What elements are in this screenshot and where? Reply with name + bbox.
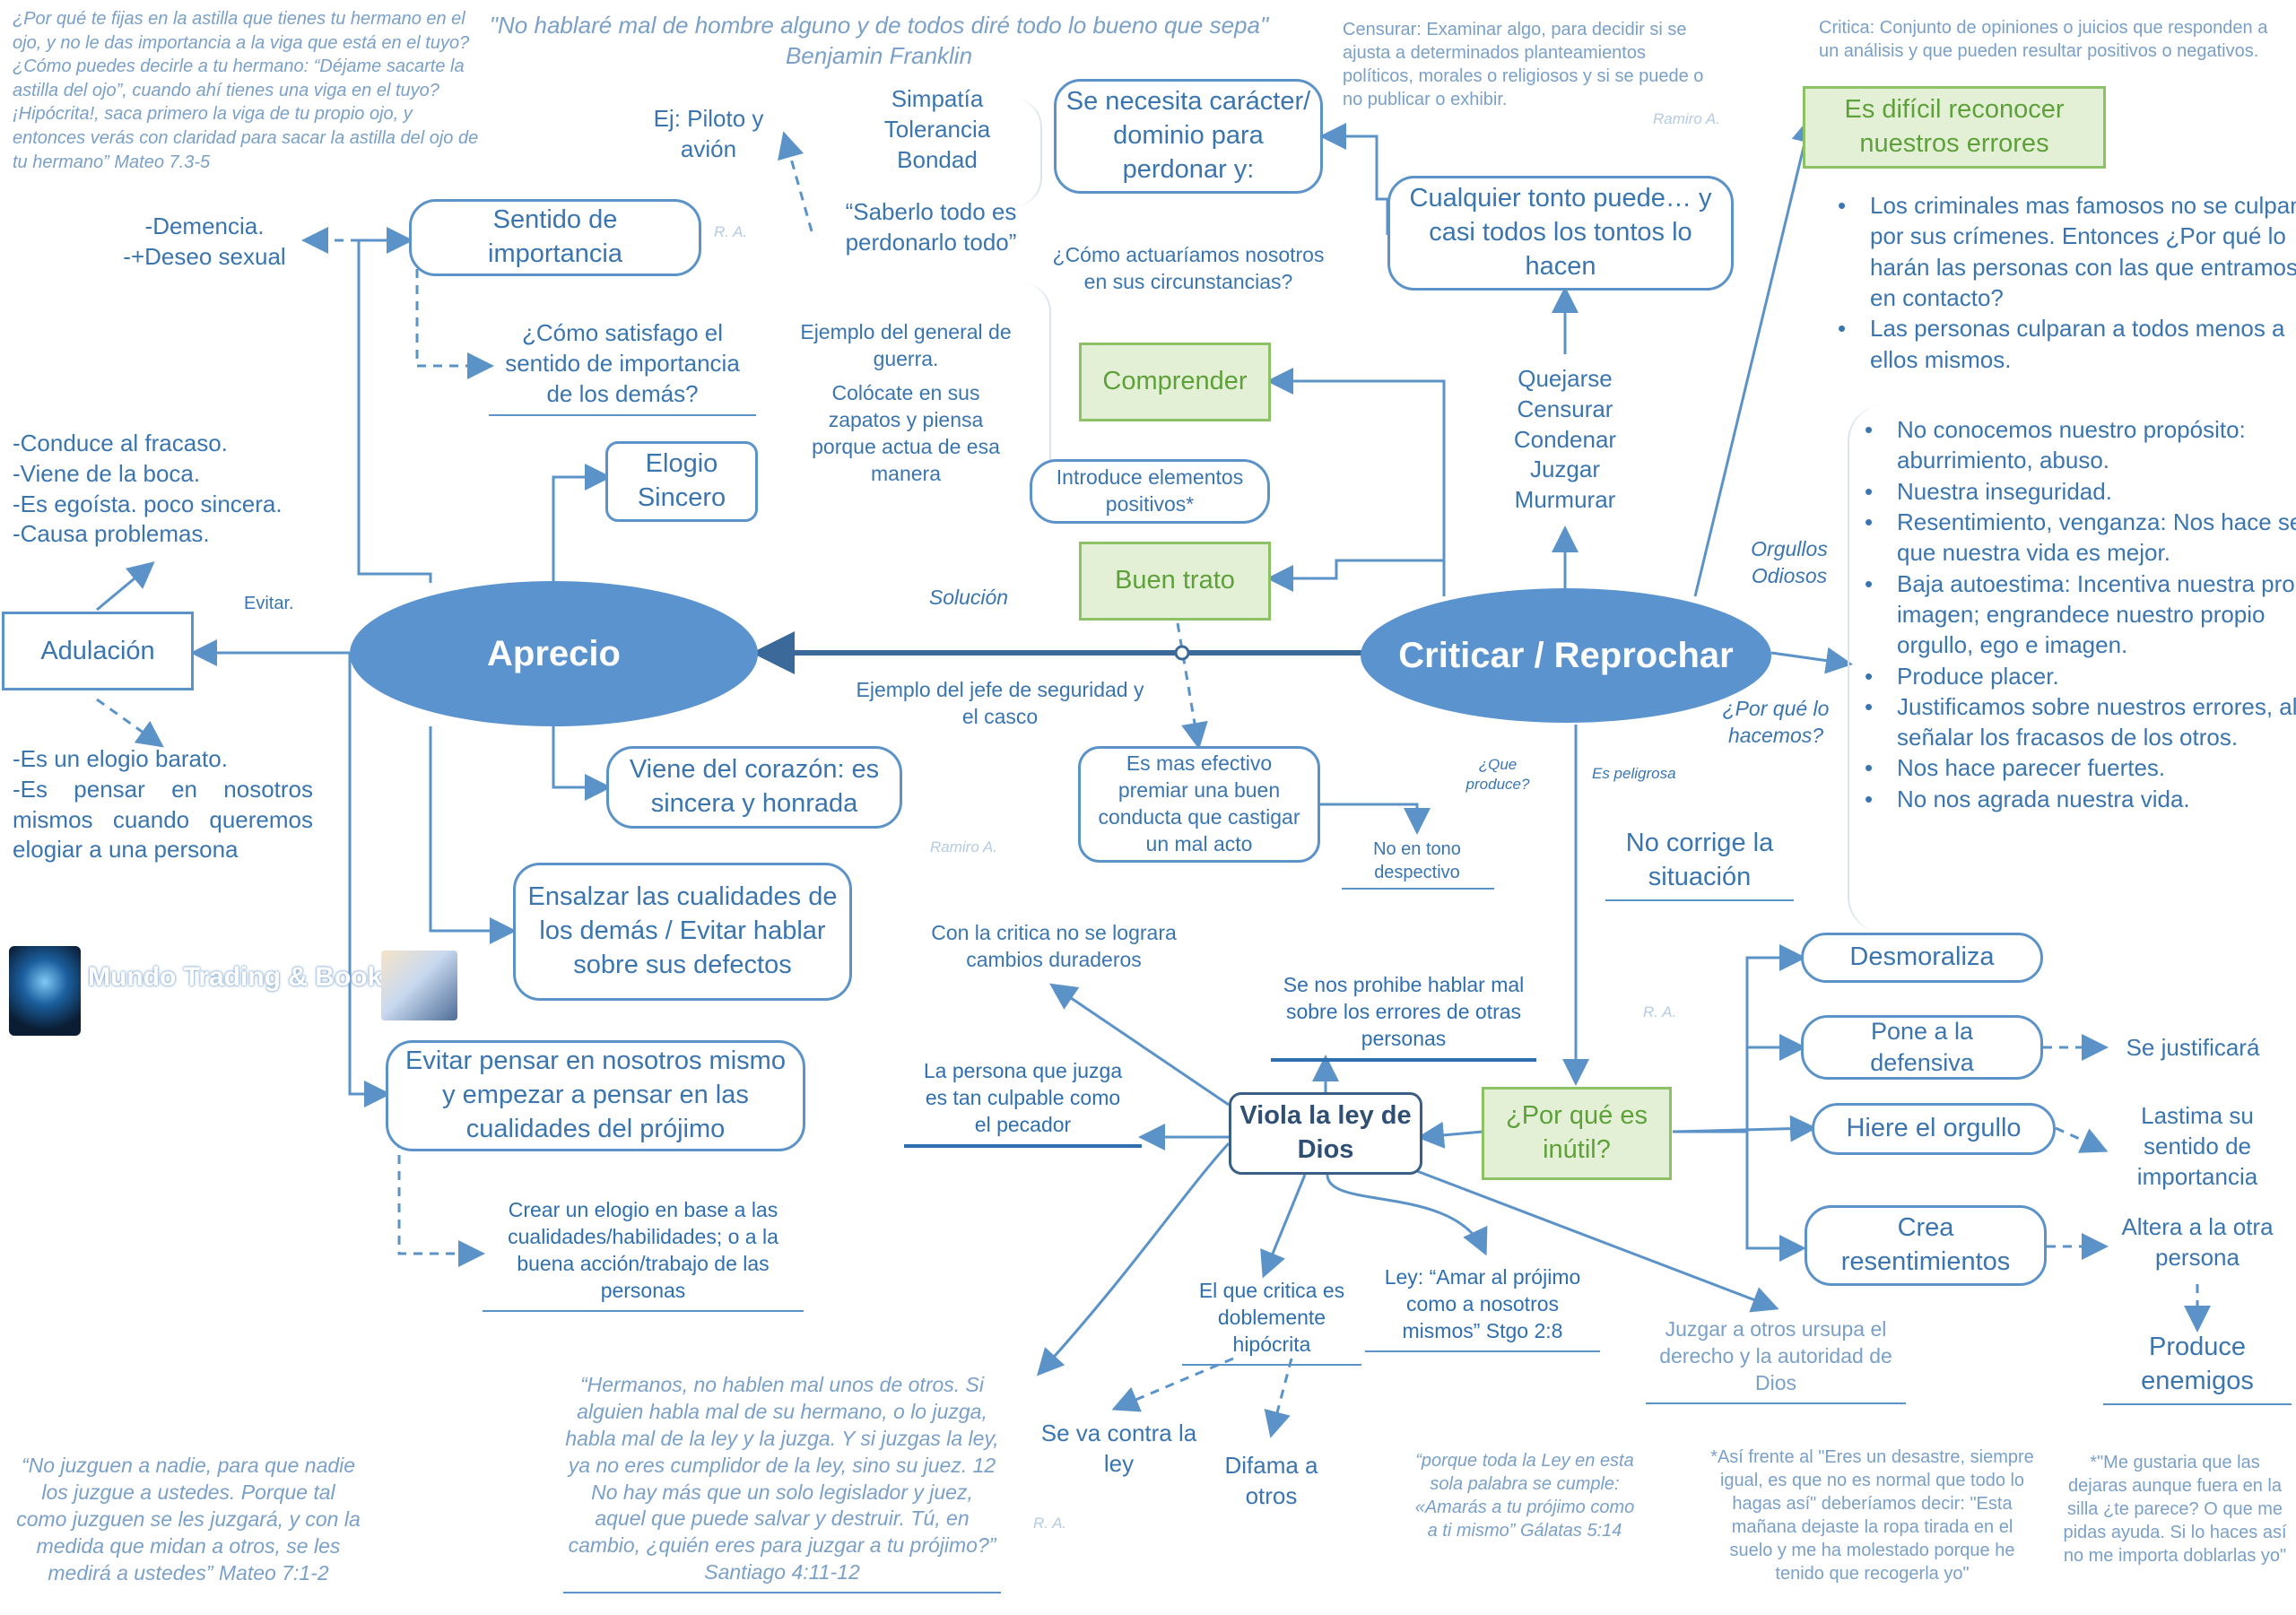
elogio-barato-label: -Es un elogio barato. -Es pensar en noso…: [13, 745, 313, 864]
brand-name: Mundo Trading & Book: [88, 962, 383, 992]
def-critica: Critica: Conjunto de opiniones o juicios…: [1819, 18, 2268, 61]
initials: Ramiro A.: [1653, 110, 1720, 127]
node-evitar-pensar: Evitar pensar en nosotros mismo y empeza…: [386, 1040, 805, 1151]
difama-label: Difama a otros: [1224, 1452, 1318, 1509]
node-dificil: Es difícil reconocer nuestros errores: [1803, 86, 2106, 169]
orgullos-item: Resentimiento, venganza: Nos hace sentir…: [1865, 507, 2296, 569]
altera-label: Altera a la otra persona: [2121, 1213, 2274, 1271]
node-caracter: Se necesita carácter/ dominio para perdo…: [1054, 79, 1323, 194]
como-satisfago-label: ¿Cómo satisfago el sentido de importanci…: [489, 318, 756, 417]
node-defensiva: Pone a la defensiva: [1801, 1015, 2043, 1080]
ejemplo-general-label: Ejemplo del general de guerra.: [800, 320, 1012, 370]
errores-list: Los criminales mas famosos no se culpan …: [1821, 190, 2296, 375]
node-adulacion: Adulación: [2, 612, 194, 690]
node-criticar: Criticar / Reprochar: [1361, 588, 1771, 723]
node-comprender: Comprender: [1079, 343, 1271, 421]
node-ensalzar: Ensalzar las cualidades de los demás / E…: [513, 863, 852, 1001]
initials: R. A.: [714, 223, 748, 240]
ej-piloto-label: Ej: Piloto y avión: [653, 105, 764, 162]
se-va-contra-label: Se va contra la ley: [1040, 1420, 1197, 1477]
divider: [1342, 888, 1494, 890]
orgullos-item: Nos hace parecer fuertes.: [1865, 752, 2296, 784]
initials: R. A.: [1643, 1003, 1677, 1020]
node-hiere-orgullo: Hiere el orgullo: [1812, 1103, 2056, 1155]
brand-image: [381, 951, 457, 1020]
no-corrige-label: No corrige la situación: [1605, 827, 1794, 902]
se-nos-prohibe-label: Se nos prohibe hablar mal sobre los erro…: [1271, 972, 1536, 1062]
persona-juzga-label: La persona que juzga es tan culpable com…: [904, 1058, 1142, 1148]
colocate-label: Colócate en sus zapatos y piensa porque …: [812, 381, 1000, 485]
errores-item: Las personas culparan a todos menos a el…: [1838, 313, 2296, 375]
quote-galatas: “porque toda la Ley en esta sola palabra…: [1414, 1451, 1635, 1541]
evitar-label: Evitar.: [244, 594, 294, 613]
node-introduce: Introduce elementos positivos*: [1030, 459, 1270, 524]
node-aprecio: Aprecio: [350, 581, 758, 726]
quote-santiago: “Hermanos, no hablen mal unos de otros. …: [563, 1372, 1001, 1594]
juzgar-usurpa-label: Juzgar a otros ursupa el derecho y la au…: [1646, 1316, 1906, 1404]
brace: [1013, 99, 1042, 206]
node-viola-ley: Viola la ley de Dios: [1229, 1092, 1422, 1175]
crear-elogio-label: Crear un elogio en base a las cualidades…: [483, 1197, 804, 1312]
es-peligrosa-label: Es peligrosa: [1592, 765, 1676, 782]
initials: Ramiro A.: [930, 838, 997, 855]
brace: [1022, 283, 1051, 490]
node-efectivo: Es mas efectivo premiar una buen conduct…: [1078, 746, 1320, 863]
quote-mateo-7-1: “No juzguen a nadie, para que nadie los …: [16, 1454, 361, 1585]
orgullos-item: Nuestra inseguridad.: [1865, 476, 2296, 508]
node-por-que-inutil: ¿Por qué es inútil?: [1482, 1087, 1672, 1180]
errores-item: Los criminales mas famosos no se culpan …: [1838, 190, 2296, 313]
orgullos-item: Baja autoestima: Incentiva nuestra propi…: [1865, 569, 2296, 661]
orgullos-item: Produce placer.: [1865, 661, 2296, 692]
node-buen-trato: Buen trato: [1079, 542, 1271, 621]
simpatia-label: Simpatía Tolerancia Bondad: [883, 85, 991, 173]
me-gustaria-note: *"Me gustaria que las dejaras aunque fue…: [2063, 1453, 2287, 1566]
orgullos-item: No nos agrada nuestra vida.: [1865, 784, 2296, 815]
orgullos-item: No conocemos nuestro propósito: aburrimi…: [1865, 414, 2296, 476]
orgullos-list: No conocemos nuestro propósito: aburrimi…: [1848, 414, 2296, 814]
por-que-hacemos-label: ¿Por qué lo hacemos?: [1722, 697, 1830, 747]
lastima-label: Lastima su sentido de importancia: [2136, 1102, 2258, 1190]
node-elogio-sincero: Elogio Sincero: [605, 441, 758, 522]
saberlo-label: “Saberlo todo es perdonarlo todo”: [845, 198, 1017, 256]
node-sentido-importancia: Sentido de importancia: [409, 199, 701, 276]
ley-amar-label: Ley: “Amar al prójimo como a nosotros mi…: [1365, 1264, 1600, 1352]
node-viene-corazon: Viene del corazón: es sincera y honrada: [606, 746, 902, 829]
node-tonto: Cualquier tonto puede… y casi todos los …: [1387, 176, 1734, 291]
solucion-label: Solución: [928, 586, 1009, 609]
ejemplo-jefe-label: Ejemplo del jefe de seguridad y el casco: [856, 678, 1144, 728]
conduce-label: -Conduce al fracaso. -Viene de la boca. …: [13, 430, 283, 548]
quote-franklin: "No hablaré mal de hombre alguno y de to…: [489, 12, 1269, 69]
se-justificara-label: Se justificará: [2126, 1034, 2260, 1061]
con-la-critica-label: Con la critica no se lograra cambios dur…: [931, 921, 1177, 971]
initials: R. A.: [1033, 1515, 1067, 1532]
node-resentimientos: Crea resentimientos: [1805, 1205, 2047, 1286]
que-produce-label: ¿Que produce?: [1465, 756, 1530, 794]
no-en-tono-label: No en tono despectivo: [1373, 839, 1461, 882]
como-actuariamos-label: ¿Cómo actuaríamos nosotros en sus circun…: [1052, 243, 1325, 293]
doblemente-label: El que critica es doblemente hipócrita: [1182, 1278, 1361, 1366]
orgullos-item: Justificamos sobre nuestros errores, al …: [1865, 691, 2296, 753]
asi-frente-note: *Así frente al "Eres un desastre, siempr…: [1710, 1447, 2034, 1584]
brace: [1848, 405, 1885, 933]
demencia-label: -Demencia. -+Deseo sexual: [123, 213, 286, 270]
quote-mateo-7-3: ¿Por qué te fijas en la astilla que tien…: [13, 9, 479, 172]
node-desmoraliza: Desmoraliza: [1801, 933, 2043, 983]
def-censurar: Censurar: Examinar algo, para decidir si…: [1343, 20, 1704, 109]
brand-logo: [9, 946, 81, 1036]
orgullos-label: Orgullos Odiosos: [1751, 537, 1828, 587]
quejarse-label: Quejarse Censurar Condenar Juzgar Murmur…: [1513, 365, 1617, 514]
produce-enemigos-label: Produce enemigos: [2103, 1331, 2292, 1406]
